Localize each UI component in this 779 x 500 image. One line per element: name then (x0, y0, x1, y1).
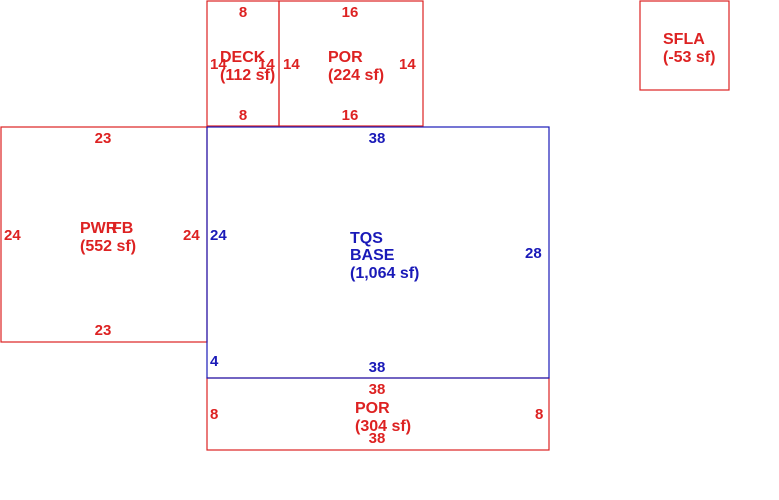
por-top-dim-right: 14 (399, 56, 416, 73)
base-dim-bottom: 38 (369, 359, 386, 376)
por-top-dim-left: 14 (283, 56, 300, 73)
deck-dim-left: 14 (210, 56, 227, 73)
por-bottom-label: POR (355, 400, 390, 417)
por-bottom-dim-top: 38 (369, 381, 386, 398)
por-top-dim-bottom: 16 (342, 107, 359, 124)
base-dim-right: 28 (525, 245, 542, 262)
por-bottom-dim-left: 8 (210, 406, 218, 423)
left-label-a: PWR (80, 220, 118, 237)
sfla-label: SFLA (663, 31, 705, 48)
por-top-dim-top: 16 (342, 4, 359, 21)
por-bottom-dim-bottom: 38 (369, 430, 386, 447)
deck-dim-right: 14 (258, 56, 275, 73)
left-dim-right: 24 (183, 227, 200, 244)
left-dim-bottom: 23 (95, 322, 112, 339)
left-dim-top: 23 (95, 130, 112, 147)
base-dim-left: 24 (210, 227, 227, 244)
por-top-label: POR (328, 49, 363, 66)
deck-label: DECK (220, 49, 266, 66)
porch-top-outline (278, 0, 424, 127)
por-top-area: (224 sf) (328, 67, 384, 84)
sfla-outline (639, 0, 730, 91)
left-area: (552 sf) (80, 238, 136, 255)
base-label-a: TQS (350, 230, 383, 247)
deck-area: (112 sf) (220, 67, 275, 84)
base-dim-jog: 4 (210, 353, 219, 370)
left-dim-left: 24 (4, 227, 21, 244)
por-bottom-area: (304 sf) (355, 418, 411, 435)
base-dim-top: 38 (369, 130, 386, 147)
deck-dim-top: 8 (239, 4, 247, 21)
base-area: (1,064 sf) (350, 265, 419, 282)
sfla-area: (-53 sf) (663, 49, 715, 66)
left-label-b: FB (112, 220, 133, 237)
deck-dim-bottom: 8 (239, 107, 247, 124)
por-bottom-dim-right: 8 (535, 406, 543, 423)
base-outline (206, 126, 550, 379)
base-label-b: BASE (350, 247, 395, 264)
